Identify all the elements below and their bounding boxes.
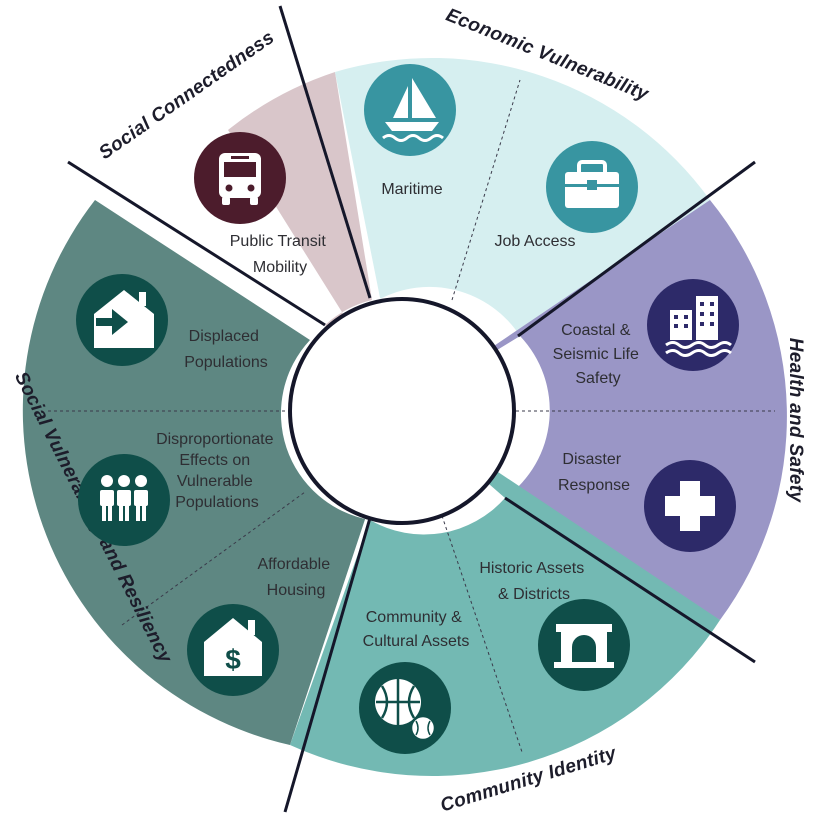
sports-balls-icon: [359, 662, 451, 754]
flooded-buildings-icon: [647, 279, 739, 371]
divider-line-5: [283, 517, 372, 813]
briefcase-icon: [546, 141, 638, 233]
label-coastal-life-safety: Coastal & Seismic Life Safety: [553, 322, 644, 387]
divider-social-vuln-dashed-2: [121, 491, 306, 626]
sailboat-icon: [364, 64, 456, 156]
label-disproportionate-effects: Disproportionate Effects on Vulnerable P…: [156, 431, 278, 511]
medical-cross-icon: [644, 460, 736, 552]
divider-econ-dashed: [451, 79, 521, 301]
divider-line-3: [517, 160, 756, 338]
divider-line-4: [504, 496, 756, 664]
label-public-transit: Public Transit Mobility: [230, 233, 331, 276]
bus-icon: [194, 132, 286, 224]
svg-text:$: $: [225, 644, 241, 675]
house-dollar-icon: $: [187, 604, 279, 696]
historic-building-icon: [538, 599, 630, 691]
people-group-icon: [78, 454, 170, 546]
label-historic-assets: Historic Assets & Districts: [479, 560, 588, 603]
category-health-and-safety: Health and Safety: [785, 338, 806, 504]
label-affordable-housing: Affordable Housing: [257, 556, 334, 599]
label-disaster-response: Disaster Response: [558, 451, 630, 494]
divider-community-dashed: [439, 509, 523, 753]
label-displaced-populations: Displaced Populations: [184, 328, 268, 371]
divider-line-1: [67, 160, 326, 327]
label-community-cultural: Community & Cultural Assets: [363, 609, 470, 650]
center-circle: [288, 297, 516, 525]
house-arrow-icon: [76, 274, 168, 366]
label-job-access: Job Access: [495, 233, 576, 250]
label-maritime: Maritime: [381, 181, 442, 198]
divider-line-2: [278, 5, 372, 299]
